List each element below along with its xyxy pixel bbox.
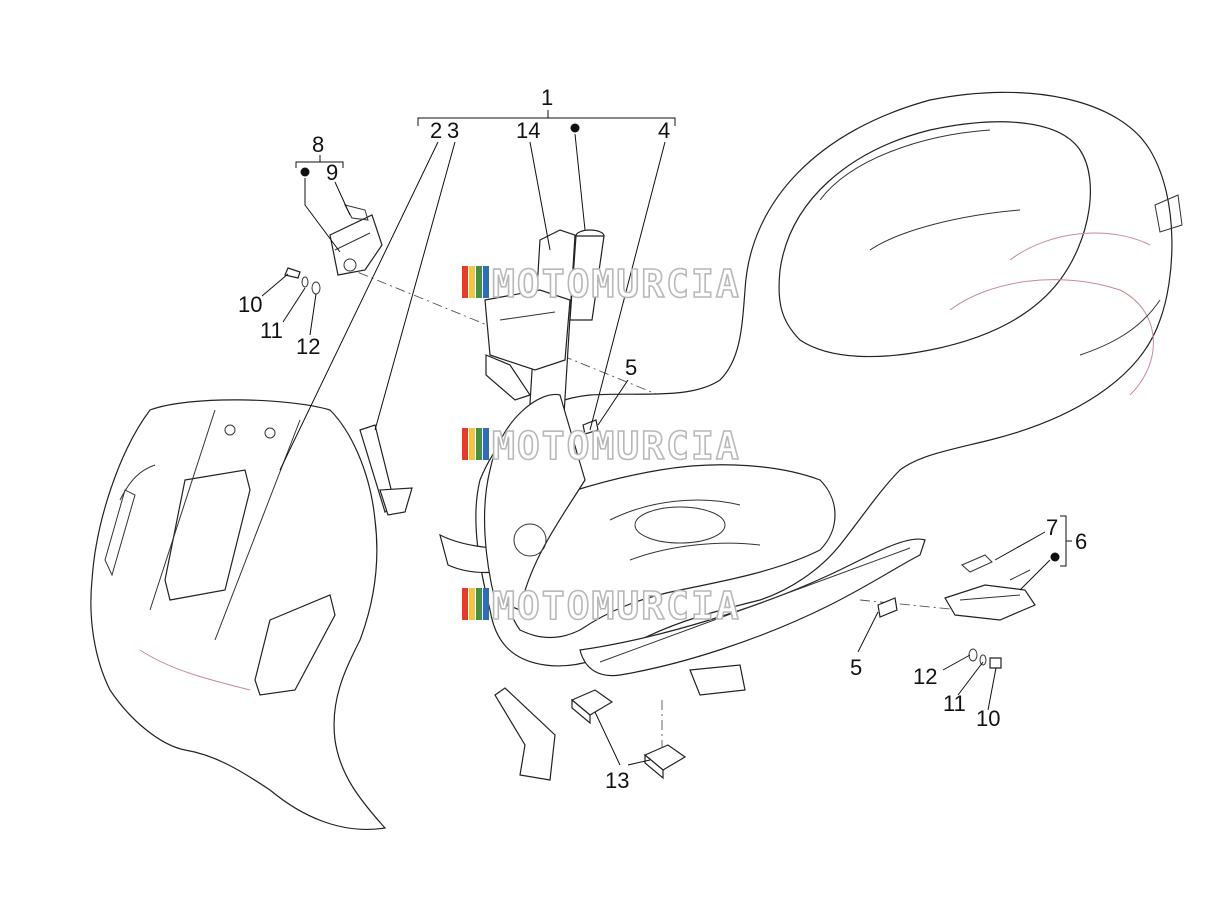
- callout-1: 1: [541, 85, 553, 110]
- callout-8: 8: [312, 132, 324, 157]
- callout-11-right: 11: [943, 691, 966, 716]
- callout-labels: 1 2 3 14 4 8 9 10 11 12 5 7 6 5 12 11 10…: [238, 85, 1087, 793]
- callout-13: 13: [605, 768, 629, 793]
- part-13-pads: [570, 689, 687, 780]
- watermark-top: MOTOMURCIA: [462, 261, 741, 307]
- part-3-bracket: [359, 424, 413, 516]
- leader-lines: [261, 110, 1072, 766]
- callout-10-left: 10: [238, 292, 262, 317]
- svg-text:MOTOMURCIA: MOTOMURCIA: [492, 262, 741, 306]
- callout-6: 6: [1075, 529, 1087, 554]
- callout-5-upper: 5: [625, 355, 637, 380]
- body-frame: [439, 91, 1183, 696]
- svg-text:MOTOMURCIA: MOTOMURCIA: [492, 584, 741, 628]
- callout-4: 4: [658, 118, 670, 143]
- callout-7: 7: [1046, 515, 1058, 540]
- watermark-bottom: MOTOMURCIA: [462, 583, 741, 629]
- callout-10-right: 10: [976, 706, 1000, 731]
- part-8-9-clip: [329, 204, 383, 276]
- lower-cover: [494, 687, 556, 781]
- part-6-7-clip: [944, 554, 1036, 621]
- watermark-middle: MOTOMURCIA: [462, 423, 741, 469]
- callout-5-lower: 5: [850, 655, 862, 680]
- callout-12-right: 12: [913, 664, 937, 689]
- part-10-11-12-right: [968, 648, 1002, 669]
- svg-text:MOTOMURCIA: MOTOMURCIA: [492, 424, 741, 468]
- part-10-11-12-left: [284, 267, 321, 295]
- callout-2: 2: [430, 118, 442, 143]
- callout-9: 9: [326, 160, 338, 185]
- front-legshield: [90, 399, 387, 830]
- callout-14: 14: [516, 118, 540, 143]
- callout-11-left: 11: [260, 318, 283, 343]
- callout-3: 3: [447, 118, 459, 143]
- callout-12-left: 12: [296, 334, 320, 359]
